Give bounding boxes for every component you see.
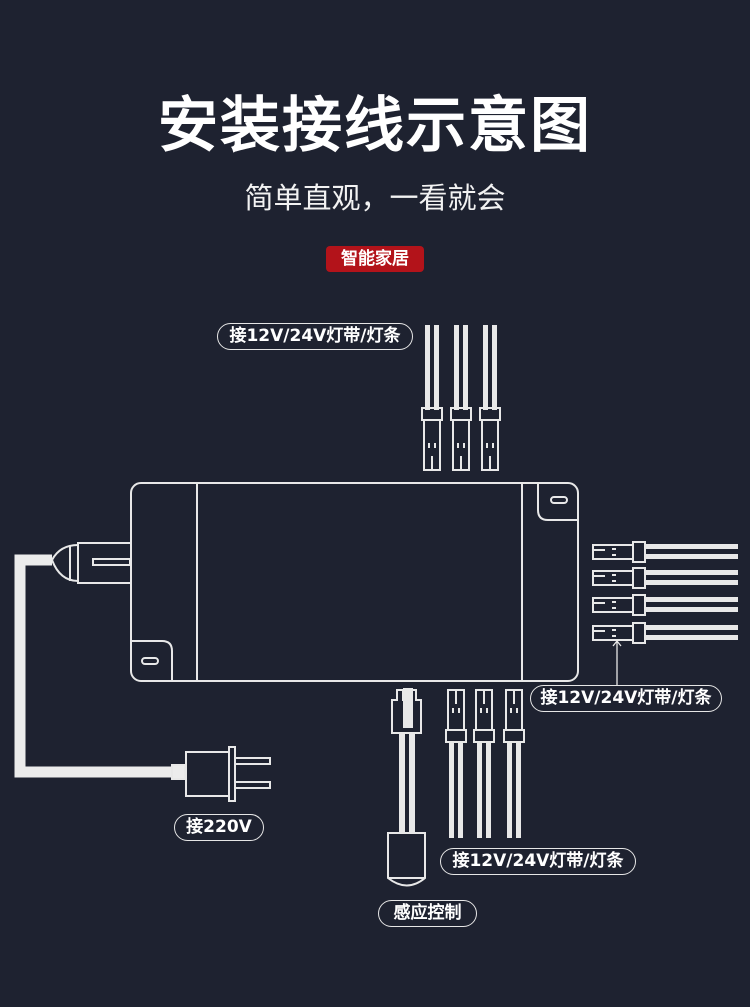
label-right-strip: 接12V/24V灯带/灯条: [530, 685, 722, 712]
strip-connector: [503, 689, 525, 838]
strip-connector: [592, 622, 738, 644]
strip-connector: [479, 325, 501, 471]
strip-connector: [421, 325, 443, 471]
strip-connector: [592, 567, 738, 589]
strip-connector: [450, 325, 472, 471]
controller-box: [130, 482, 579, 682]
strip-connector: [592, 594, 738, 616]
power-plug: [185, 746, 271, 802]
motion-sensor: [387, 688, 426, 887]
strip-connector: [592, 541, 738, 563]
label-sensor: 感应控制: [378, 900, 477, 927]
label-power: 接220V: [174, 814, 264, 841]
power-input-connector: [50, 542, 131, 584]
strip-connector: [473, 689, 495, 838]
strip-connector: [445, 689, 467, 838]
power-cord: [14, 554, 186, 780]
label-bottom-strip: 接12V/24V灯带/灯条: [440, 848, 636, 875]
page-subtitle: 简单直观，一看就会: [244, 181, 506, 215]
category-badge: 智能家居: [326, 246, 424, 272]
page-title: 安装接线示意图: [158, 91, 592, 161]
arrow-indicator: [612, 639, 622, 685]
label-top-strip: 接12V/24V灯带/灯条: [217, 323, 413, 350]
